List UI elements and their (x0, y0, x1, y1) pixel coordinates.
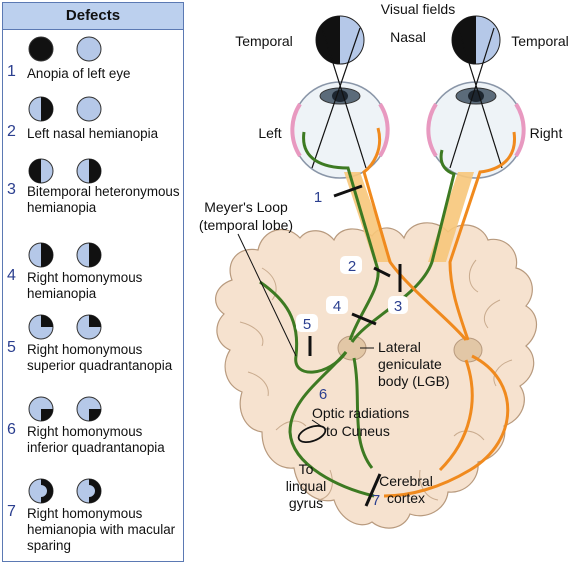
gyrus-label: gyrus (289, 495, 323, 511)
optic-radiations-marker (297, 424, 327, 444)
defects-panel: Defects 1 Anopia of left eye 2 Left nasa… (2, 2, 184, 562)
nasal-label: Nasal (390, 29, 426, 45)
defect-label: Right homonymous inferior quadrantanopia (27, 424, 165, 455)
meyers-loop-leader (237, 233, 297, 357)
number-pad (296, 314, 318, 332)
left-eye-label: Left (258, 125, 281, 141)
sight-lines (311, 27, 503, 169)
to-cuneus-label: to Cuneus (326, 423, 390, 439)
temporal-right-label: Temporal (511, 33, 569, 49)
temporal-left-label: Temporal (235, 33, 293, 49)
number-pad (326, 296, 348, 314)
lgb-label-2: geniculate (378, 356, 442, 372)
defects-title: Defects (3, 3, 183, 30)
defect-label: Anopia of left eye (27, 66, 131, 81)
defect-number: 3 (7, 181, 16, 198)
temporal-lobe-label: (temporal lobe) (199, 217, 293, 233)
defect-label: Right homonymous superior quadrantanopia (27, 342, 173, 373)
lesion-number-2: 2 (348, 258, 356, 275)
visual-field-pair-icon (28, 242, 102, 268)
cerebral-label: Cerebral (379, 473, 433, 489)
visual-field-right-icon (451, 15, 501, 65)
right-visual-pathway (362, 127, 516, 498)
lesion-number-6: 6 (319, 386, 327, 403)
lesion-number-4: 4 (333, 298, 341, 315)
lingual-label: lingual (286, 478, 326, 494)
visual-field-pair-icon (28, 36, 102, 62)
defect-number: 4 (7, 267, 16, 284)
right-eye-label: Right (530, 125, 563, 141)
visual-field-pair-icon (28, 158, 102, 184)
lesion-number-5: 5 (303, 316, 311, 333)
defect-label: Bitemporal heteronymous hemianopia (27, 184, 180, 215)
optic-radiations-label: Optic radiations (312, 405, 409, 421)
defect-number: 1 (7, 63, 16, 80)
visual-field-pair-icon (28, 478, 102, 504)
right-eye (426, 81, 526, 179)
meyers-loop-label: Meyer's Loop (204, 199, 288, 215)
lgb-label-3: body (LGB) (378, 373, 450, 389)
defect-number: 6 (7, 421, 16, 438)
number-pad (340, 256, 362, 274)
defect-number: 5 (7, 339, 16, 356)
defect-number: 2 (7, 123, 16, 140)
cortex-label: cortex (387, 490, 425, 506)
right-optic-nerve (428, 172, 474, 262)
lesion-number-3: 3 (394, 298, 402, 315)
visual-field-pair-icon (28, 96, 102, 122)
defect-label: Right homonymous hemianopia with macular… (27, 506, 176, 553)
lgb-label-1: Lateral (378, 339, 421, 355)
lesion-number-1: 1 (314, 189, 322, 206)
visual-field-pair-icon (28, 396, 102, 422)
visual-fields-label: Visual fields (381, 1, 455, 17)
defect-label: Right homonymous hemianopia (27, 270, 143, 301)
optic-radiations-leader (311, 419, 325, 429)
lesion-bars (308, 184, 402, 507)
defect-label: Left nasal hemianopia (27, 126, 159, 141)
defect-number: 7 (7, 503, 16, 520)
number-pad (388, 296, 408, 314)
visual-field-pair-icon (28, 314, 102, 340)
lesion-number-7: 7 (372, 492, 380, 509)
visual-field-left-icon (315, 15, 365, 65)
left-eye (290, 81, 390, 179)
brain-sulci (239, 259, 513, 501)
to-label: To (299, 461, 314, 477)
